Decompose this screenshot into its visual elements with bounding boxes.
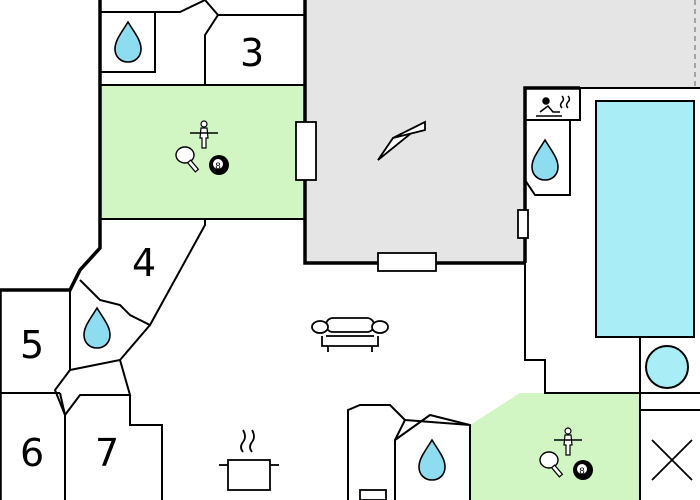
water-drop-icon	[83, 307, 111, 349]
water-drop-icon	[531, 139, 559, 181]
room-label: 7	[95, 431, 119, 475]
sauna-icon	[536, 95, 571, 117]
door-bottom	[359, 489, 387, 500]
game-room-bottom-icons: 8	[539, 427, 593, 480]
hot-tub-icon	[645, 345, 689, 389]
cooking-pot-icon	[219, 429, 279, 491]
room-label: 6	[20, 431, 44, 475]
water-drop-icon	[114, 21, 142, 63]
game-room-top	[100, 85, 305, 219]
room-label: 3	[240, 31, 264, 75]
door-game-room	[295, 121, 317, 181]
billiard-ball-number: 8	[215, 162, 221, 172]
sofa-icon	[311, 317, 389, 352]
billiard-ball-number: 8	[579, 467, 585, 477]
terrace-area	[305, 0, 700, 263]
door-pool	[517, 209, 529, 239]
game-room-bottom	[470, 393, 640, 500]
water-drop-icon	[418, 439, 446, 481]
cross-icon	[651, 439, 693, 481]
game-room-top-icons: 8	[175, 120, 229, 175]
room-label: 4	[132, 241, 156, 285]
doors	[295, 121, 529, 500]
door-terrace-bottom	[377, 252, 437, 272]
pool	[595, 100, 695, 338]
room-label: 5	[20, 323, 44, 367]
